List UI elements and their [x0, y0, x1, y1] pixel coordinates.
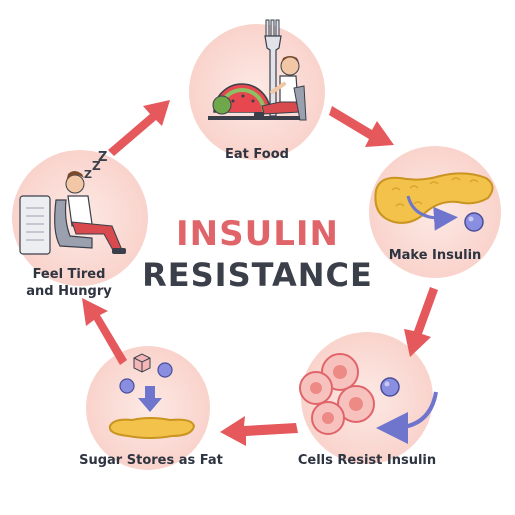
- tired-person-icon: Z Z Z: [19, 150, 126, 255]
- title-insulin: INSULIN: [176, 214, 339, 254]
- step-label-cells-resist: Cells Resist Insulin: [297, 453, 437, 468]
- step-label-make-insulin: Make Insulin: [388, 248, 482, 263]
- eating-person-icon: [208, 19, 307, 121]
- cycle-arrow-5: [82, 298, 127, 365]
- svg-text:Z: Z: [98, 150, 107, 165]
- svg-text:Z: Z: [92, 159, 101, 173]
- cycle-arrow-4: [220, 416, 298, 446]
- step-label-sugar-fat: Sugar Stores as Fat: [79, 453, 223, 468]
- cycle-arrow-2: [329, 106, 394, 147]
- step-label-tired-line2: and Hungry: [26, 284, 112, 299]
- fat-storage-icon: [108, 353, 196, 439]
- cells-icon: [299, 353, 438, 444]
- cycle-arrow-3: [404, 287, 438, 357]
- pancreas-icon: [374, 172, 494, 232]
- cycle-arrow-1: [108, 100, 170, 156]
- step-label-tired-line1: Feel Tired: [32, 267, 106, 282]
- title-resistance: RESISTANCE: [142, 256, 373, 294]
- svg-text:Z: Z: [84, 168, 92, 181]
- step-label-eat-food: Eat Food: [225, 147, 289, 162]
- step-label-tired: Feel Tired and Hungry: [14, 266, 124, 300]
